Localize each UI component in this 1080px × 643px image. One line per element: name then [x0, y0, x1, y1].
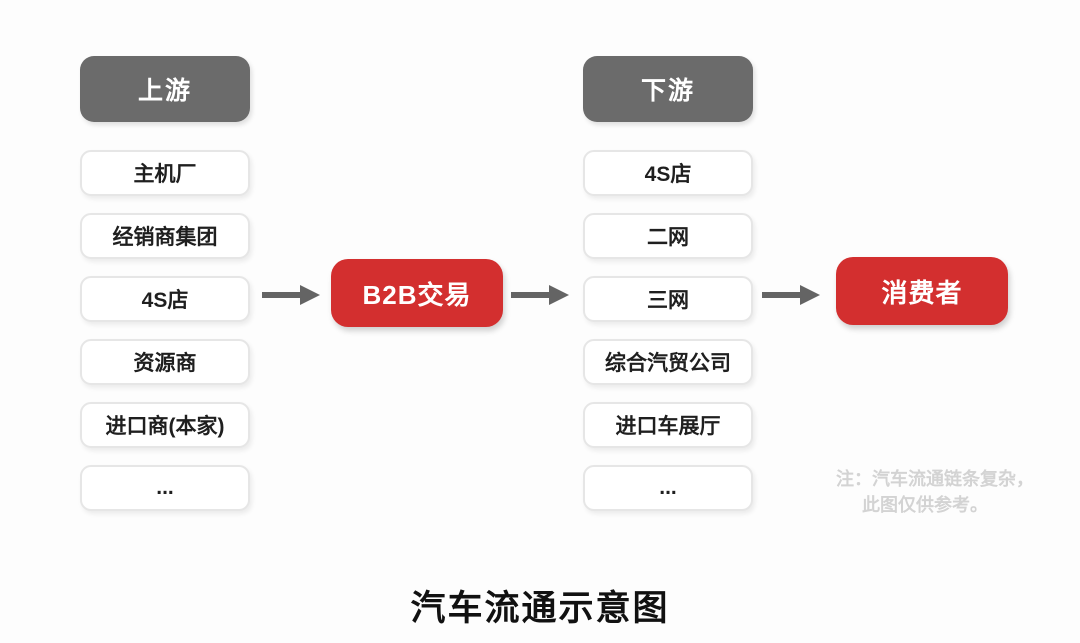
right-arrow-icon: [262, 285, 320, 305]
reference-note: 注：汽车流通链条复杂， 此图仅供参考。: [836, 466, 1034, 518]
upstream-header: 上游: [80, 56, 250, 122]
right-arrow-icon: [511, 285, 569, 305]
downstream-header: 下游: [583, 56, 753, 122]
reference-note-line2: 此图仅供参考。: [862, 495, 988, 515]
upstream-node-4s-store: 4S店: [80, 276, 250, 322]
upstream-node-resource-trader: 资源商: [80, 339, 250, 385]
right-arrow-icon: [762, 285, 820, 305]
b2b-trade-label: B2B交易: [362, 279, 472, 310]
upstream-node-importer: 进口商(本家): [80, 402, 250, 448]
node-label: 4S店: [644, 163, 692, 186]
reference-note-line1: 注：汽车流通链条复杂，: [836, 469, 1034, 489]
consumer-label: 消费者: [881, 277, 963, 308]
downstream-node-auto-trade-company: 综合汽贸公司: [583, 339, 753, 385]
node-label: 主机厂: [133, 163, 197, 186]
node-label: 二网: [647, 226, 689, 249]
upstream-node-dealer-group: 经销商集团: [80, 213, 250, 259]
downstream-node-import-showroom: 进口车展厅: [583, 402, 753, 448]
upstream-header-label: 上游: [137, 77, 192, 105]
node-label: 综合汽贸公司: [605, 352, 731, 375]
upstream-node-oem: 主机厂: [80, 150, 250, 196]
node-label: 进口商(本家): [105, 415, 225, 438]
node-label: 资源商: [133, 352, 197, 375]
downstream-header-label: 下游: [640, 77, 695, 105]
node-label: 进口车展厅: [615, 415, 721, 438]
diagram-title: 汽车流通示意图: [410, 589, 670, 628]
node-label: 4S店: [141, 289, 189, 312]
node-label: 三网: [647, 289, 689, 312]
node-label: ...: [156, 476, 174, 499]
downstream-node-tertiary-network: 三网: [583, 276, 753, 322]
downstream-node-4s-store: 4S店: [583, 150, 753, 196]
upstream-node-ellipsis: ...: [80, 465, 250, 511]
b2b-trade-node: B2B交易: [331, 259, 503, 327]
node-label: 经销商集团: [112, 226, 218, 249]
downstream-node-ellipsis: ...: [583, 465, 753, 511]
node-label: ...: [659, 476, 677, 499]
consumer-node: 消费者: [836, 257, 1008, 325]
downstream-node-secondary-network: 二网: [583, 213, 753, 259]
